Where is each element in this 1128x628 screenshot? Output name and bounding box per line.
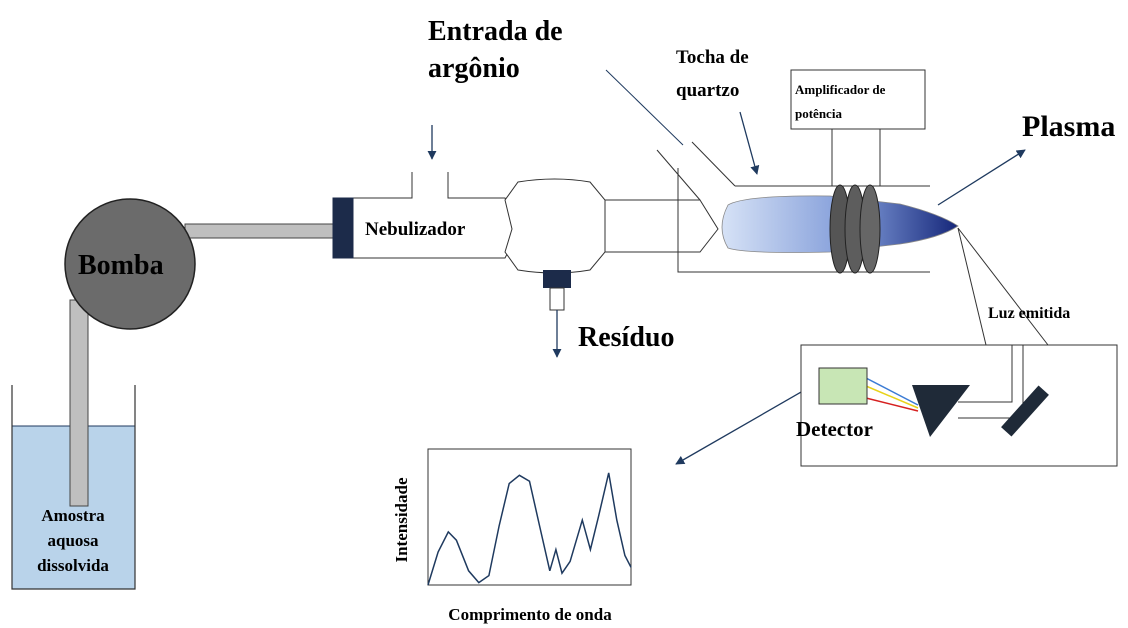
nebulizer-cap [332, 197, 354, 259]
pump-label: Bomba [78, 250, 164, 281]
sample-label-2: aquosa [47, 531, 99, 550]
grating-mirror [1001, 385, 1049, 437]
quartz-arrow [739, 111, 760, 175]
spray-chamber [504, 178, 606, 311]
argon-inlet-label-1: Entrada de [428, 16, 563, 47]
detector-label: Detector [796, 417, 873, 441]
detector-box [818, 367, 868, 405]
induction-coil [829, 184, 881, 274]
waste-label: Resíduo [578, 322, 674, 353]
torch-leader-line [605, 69, 684, 146]
x-axis-label: Comprimento de onda [448, 605, 612, 624]
plasma-arrow [937, 149, 1026, 206]
spectrum-arrow [675, 379, 823, 465]
prism [912, 385, 970, 437]
emitted-light [957, 227, 1049, 346]
spectrometer [800, 344, 1118, 467]
y-axis-label: Intensidade [392, 477, 411, 562]
torch-label-2: quartzo [676, 80, 739, 101]
plasma-label: Plasma [1022, 110, 1115, 143]
sample-label-3: dissolvida [37, 556, 109, 575]
emitted-light-label: Luz emitida [988, 305, 1070, 322]
amplifier-label-2: potência [795, 106, 842, 121]
nebulizer [332, 172, 521, 259]
torch-label-1: Tocha de [676, 47, 749, 68]
nebulizer-label: Nebulizador [365, 219, 466, 240]
sample-label-1: Amostra [41, 506, 105, 525]
spectrum-line [427, 472, 632, 586]
amplifier-label-1: Amplificador de [795, 82, 886, 97]
drain-cap [543, 270, 571, 288]
spectrum-plot [427, 448, 632, 586]
pump-circle [64, 198, 196, 330]
argon-inlet-label-2: argônio [428, 53, 520, 84]
power-amplifier [790, 69, 926, 186]
